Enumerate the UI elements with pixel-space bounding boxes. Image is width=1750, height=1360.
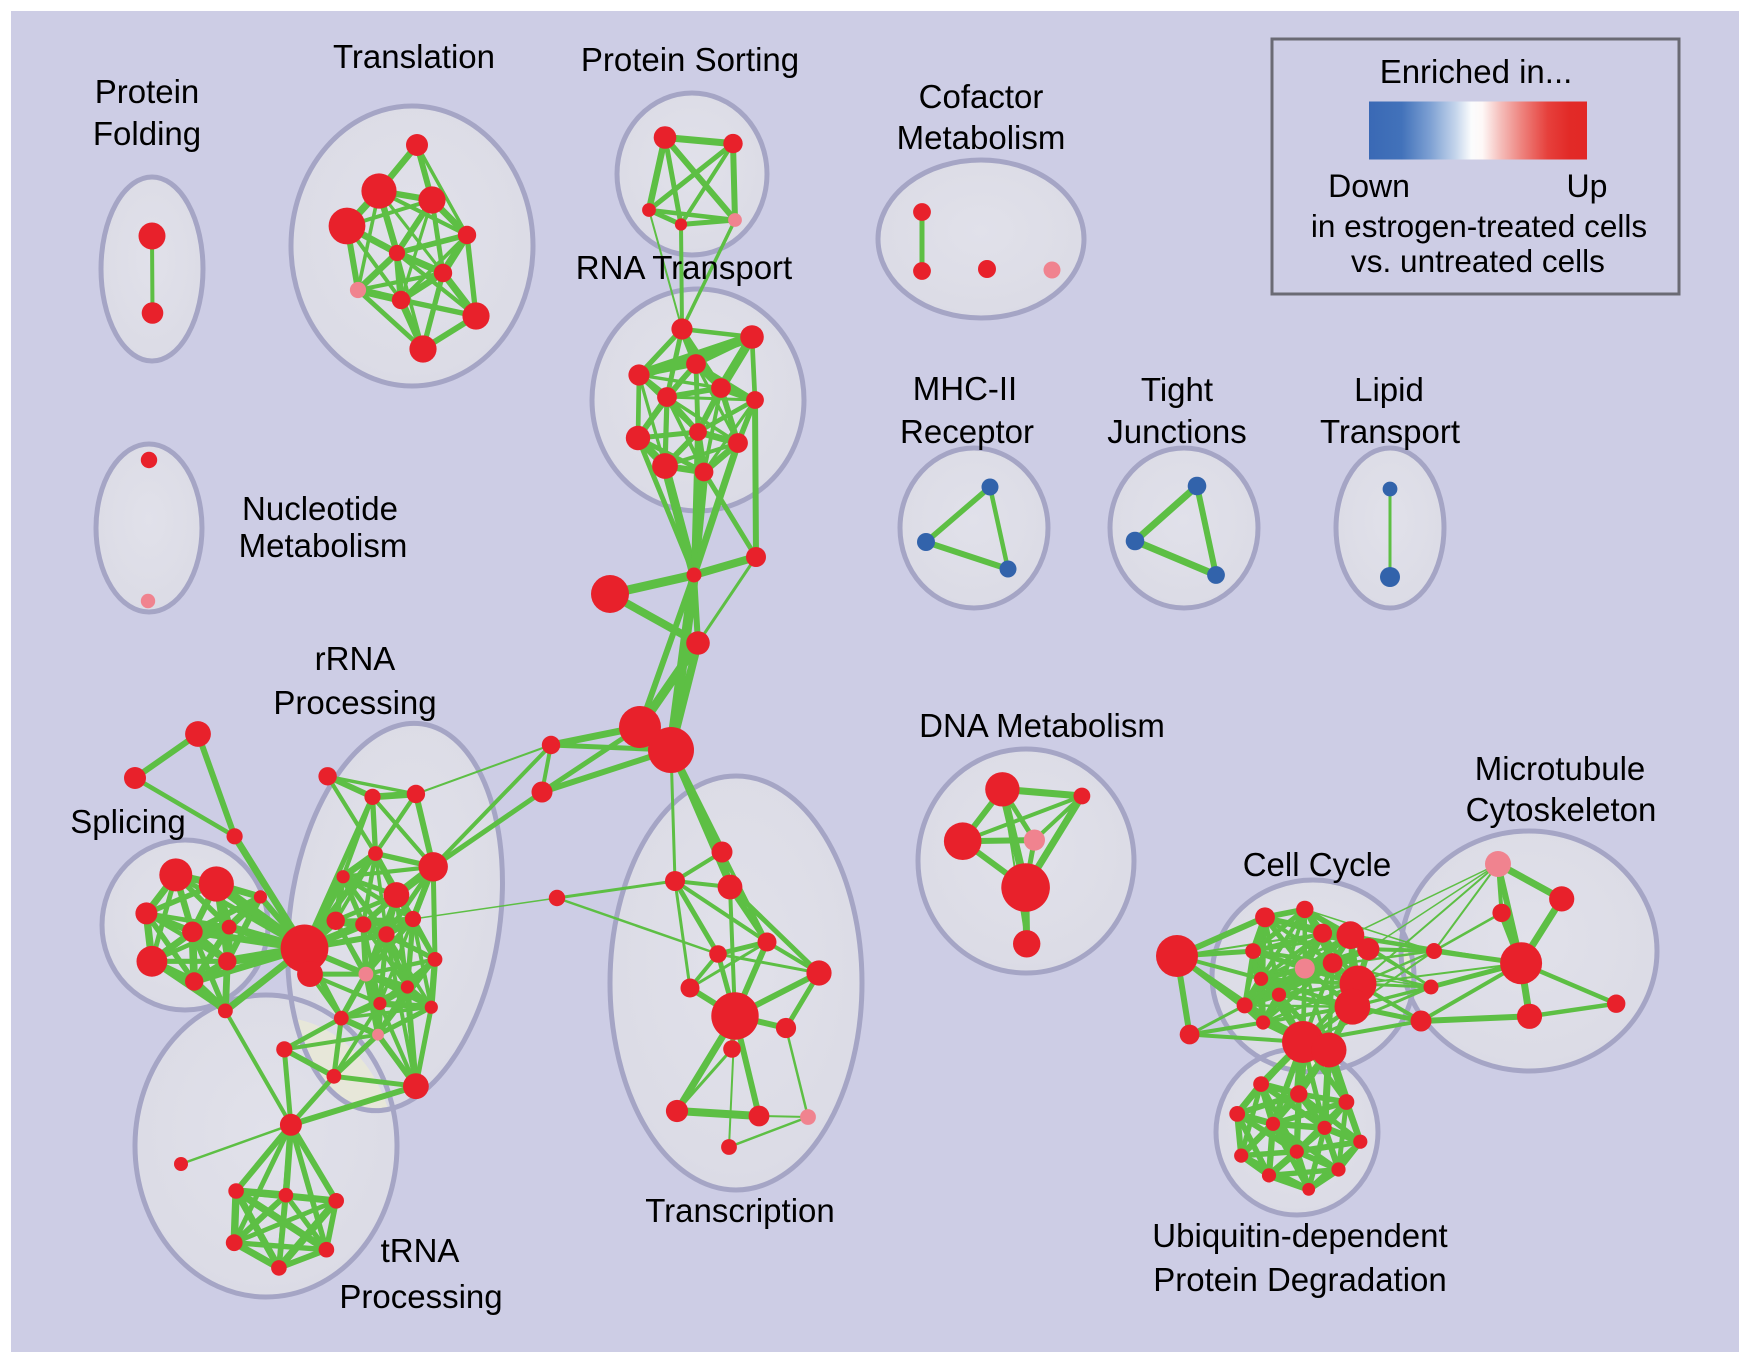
svg-text:Translation: Translation bbox=[333, 38, 495, 75]
svg-text:Down: Down bbox=[1328, 168, 1410, 204]
svg-text:Junctions: Junctions bbox=[1107, 413, 1246, 450]
svg-text:vs. untreated cells: vs. untreated cells bbox=[1351, 243, 1605, 279]
svg-text:Metabolism: Metabolism bbox=[897, 119, 1066, 156]
svg-text:in estrogen-treated cells: in estrogen-treated cells bbox=[1311, 208, 1647, 244]
svg-text:Metabolism: Metabolism bbox=[239, 527, 408, 564]
svg-text:Microtubule: Microtubule bbox=[1475, 750, 1646, 787]
svg-text:Receptor: Receptor bbox=[900, 413, 1034, 450]
svg-text:Lipid: Lipid bbox=[1354, 371, 1424, 408]
svg-text:Processing: Processing bbox=[273, 684, 436, 721]
svg-text:Enriched in...: Enriched in... bbox=[1380, 53, 1573, 90]
svg-text:rRNA: rRNA bbox=[315, 640, 396, 677]
svg-text:Cell Cycle: Cell Cycle bbox=[1243, 846, 1392, 883]
svg-text:DNA Metabolism: DNA Metabolism bbox=[919, 707, 1165, 744]
svg-text:Processing: Processing bbox=[339, 1278, 502, 1315]
svg-text:Transcription: Transcription bbox=[645, 1192, 835, 1229]
svg-text:Protein Degradation: Protein Degradation bbox=[1153, 1261, 1447, 1298]
svg-text:Protein Sorting: Protein Sorting bbox=[581, 41, 799, 78]
svg-text:Ubiquitin-dependent: Ubiquitin-dependent bbox=[1152, 1217, 1447, 1254]
svg-text:MHC-II: MHC-II bbox=[913, 370, 1017, 407]
svg-text:Transport: Transport bbox=[1320, 413, 1460, 450]
svg-text:Folding: Folding bbox=[93, 115, 201, 152]
svg-text:Splicing: Splicing bbox=[70, 803, 186, 840]
svg-text:RNA Transport: RNA Transport bbox=[576, 249, 792, 286]
svg-text:tRNA: tRNA bbox=[381, 1232, 460, 1269]
svg-text:Cytoskeleton: Cytoskeleton bbox=[1466, 791, 1657, 828]
svg-text:Protein: Protein bbox=[95, 73, 200, 110]
svg-text:Up: Up bbox=[1567, 168, 1608, 204]
svg-text:Cofactor: Cofactor bbox=[919, 78, 1044, 115]
svg-text:Nucleotide: Nucleotide bbox=[242, 490, 398, 527]
svg-text:Tight: Tight bbox=[1141, 371, 1213, 408]
